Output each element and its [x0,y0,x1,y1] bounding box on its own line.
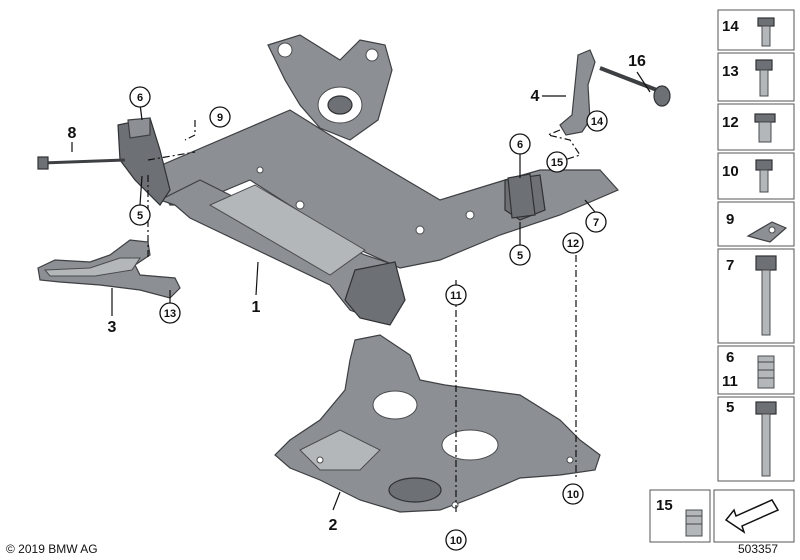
callout-8: 8 [68,125,77,142]
callout-3: 3 [108,319,117,336]
callout-5-left: 5 [137,210,143,222]
legend-6: 6 [726,349,734,366]
underride-protection[interactable] [274,334,601,513]
hex-bolt-icon [755,59,773,97]
legend-11: 11 [722,373,738,390]
legend-7: 7 [726,257,734,274]
legend-13: 13 [722,63,739,80]
callout-7: 7 [593,217,599,229]
callout-1: 1 [252,299,261,316]
callout-11: 11 [450,290,462,302]
arrow-icon [724,499,780,534]
bolt-with-washer-icon [755,255,777,336]
copyright-text: © 2019 BMW AG [6,542,98,556]
callout-12: 12 [567,238,579,250]
spring-insert-icon [685,509,703,537]
sleeve-nut-icon [754,113,776,143]
callout-6-right: 6 [517,139,523,151]
callout-13: 13 [164,308,176,320]
threaded-insert-icon [757,355,775,389]
legend-9: 9 [726,211,734,228]
callout-5-right: 5 [517,250,523,262]
callout-16: 16 [628,53,646,70]
bolt-8[interactable] [37,156,126,170]
callouts: 6 9 8 5 3 13 1 4 14 16 6 15 7 5 12 11 10… [68,53,646,551]
collar-screw-icon [755,159,773,193]
front-axle-support[interactable] [117,34,620,326]
parts-legend: 14 13 12 10 9 7 6 11 5 15 [649,9,795,543]
callout-4: 4 [531,88,540,105]
callout-14: 14 [591,116,604,128]
legend-5: 5 [726,399,734,416]
legend-12: 12 [722,114,739,131]
diagram-number: 503357 [738,542,778,556]
callout-9: 9 [217,112,223,124]
rubber-mount-right[interactable] [507,173,536,219]
bracket-clip-icon [746,221,788,243]
callout-10-right: 10 [567,489,579,501]
flange-bolt-icon [757,17,775,47]
wishbone[interactable] [37,239,181,299]
callout-15: 15 [551,157,563,169]
callout-10-bottom: 10 [450,535,462,547]
callout-2: 2 [329,517,338,534]
bolt-16[interactable] [599,66,671,107]
bracket[interactable] [559,49,596,136]
callout-6-left: 6 [137,92,143,104]
long-bolt-icon [755,401,777,477]
legend-10: 10 [722,163,739,180]
legend-14: 14 [722,18,739,35]
legend-15: 15 [656,497,673,514]
